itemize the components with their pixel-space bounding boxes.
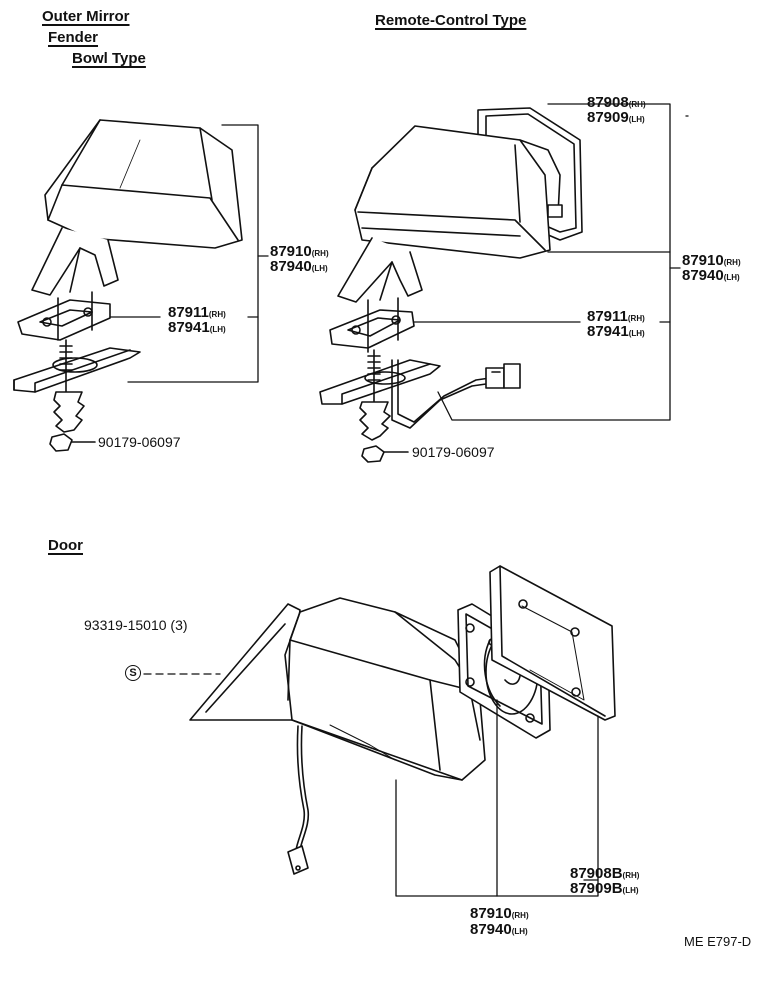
bowl-nut	[49, 433, 96, 452]
heading-bowl-type: Bowl Type	[72, 50, 146, 67]
side-tag: (LH)	[628, 329, 645, 338]
heading-remote-control-type: Remote-Control Type	[375, 12, 527, 29]
bowl-mirror-rh-number: 87910(RH)	[270, 244, 329, 259]
remote-wire-harness	[391, 359, 521, 429]
side-tag: (LH)	[209, 325, 226, 334]
bowl-gasket-rh-number: 87911(RH)	[168, 305, 226, 320]
bowl-gasket-lh-number: 87941(LH)	[168, 320, 226, 335]
remote-grommet	[359, 401, 391, 441]
side-tag: (LH)	[723, 273, 740, 282]
door-leader-lines	[143, 673, 599, 897]
heading-fender: Fender	[48, 29, 99, 46]
part-number: 87941	[168, 319, 210, 336]
remote-leader-lines	[413, 103, 689, 421]
bowl-grommet	[53, 391, 85, 433]
bowl-leader-lines	[109, 124, 269, 383]
remote-glass-rh-number: 87908(RH)	[587, 95, 646, 110]
remote-bracket	[319, 359, 441, 405]
side-tag: (RH)	[311, 249, 329, 258]
remote-gasket-lh-number: 87941(LH)	[587, 324, 645, 339]
part-number: 87909	[587, 109, 629, 126]
door-mirror-rh-number: 87910(RH)	[470, 906, 529, 921]
remote-glass-lh-number: 87909(LH)	[587, 110, 645, 125]
part-number: 87911	[168, 304, 209, 321]
side-tag: (LH)	[311, 264, 328, 273]
side-tag: (LH)	[511, 927, 528, 936]
bowl-bolt	[59, 339, 73, 396]
door-mirror-glass	[489, 565, 616, 721]
part-number: 87910	[682, 252, 724, 269]
part-number: 87910	[270, 243, 312, 260]
part-number: 87941	[587, 323, 629, 340]
door-wire-harness	[287, 725, 310, 875]
bowl-nut-number: 90179-06097	[98, 434, 181, 450]
part-number: 87940	[470, 921, 512, 938]
part-number: 87940	[682, 267, 724, 284]
side-tag: (LH)	[628, 115, 645, 124]
part-number: 87911	[587, 308, 628, 325]
side-tag: (RH)	[208, 310, 226, 319]
diagram-code: ME E797-D	[684, 934, 752, 949]
side-tag: (RH)	[511, 911, 529, 920]
part-number: 87910	[470, 905, 512, 922]
door-glass-lh-number: 87909B(LH)	[570, 881, 639, 896]
part-number: 87908	[587, 94, 629, 111]
side-tag: (RH)	[723, 258, 741, 267]
remote-mirror-housing	[354, 125, 563, 259]
remote-gasket	[329, 297, 415, 353]
door-glass-rh-number: 87908B(RH)	[570, 866, 639, 881]
remote-mirror-lh-number: 87940(LH)	[682, 268, 740, 283]
screw-symbol-icon: S	[125, 665, 141, 681]
part-number: 87940	[270, 258, 312, 275]
remote-gasket-rh-number: 87911(RH)	[587, 309, 645, 324]
heading-outer-mirror: Outer Mirror	[42, 8, 130, 25]
part-number: 87909B	[570, 880, 623, 897]
remote-bolt	[367, 349, 381, 406]
bowl-mirror-stay	[31, 227, 119, 296]
side-tag: (RH)	[622, 871, 640, 880]
bowl-bracket	[13, 347, 141, 393]
side-tag: (LH)	[622, 886, 639, 895]
part-number: 87908B	[570, 865, 623, 882]
door-mirror-lh-number: 87940(LH)	[470, 922, 528, 937]
side-tag: (RH)	[628, 100, 646, 109]
bowl-mirror-lh-number: 87940(LH)	[270, 259, 328, 274]
door-mirror-housing	[284, 597, 486, 781]
remote-nut-number: 90179-06097	[412, 444, 495, 460]
remote-nut	[361, 445, 409, 463]
bowl-gasket	[17, 291, 111, 341]
heading-door: Door	[48, 537, 83, 554]
remote-mirror-rh-number: 87910(RH)	[682, 253, 741, 268]
bowl-mirror-housing	[44, 119, 243, 249]
door-screw-number: 93319-15010 (3)	[84, 617, 188, 633]
side-tag: (RH)	[627, 314, 645, 323]
remote-mirror-stay	[337, 237, 423, 303]
